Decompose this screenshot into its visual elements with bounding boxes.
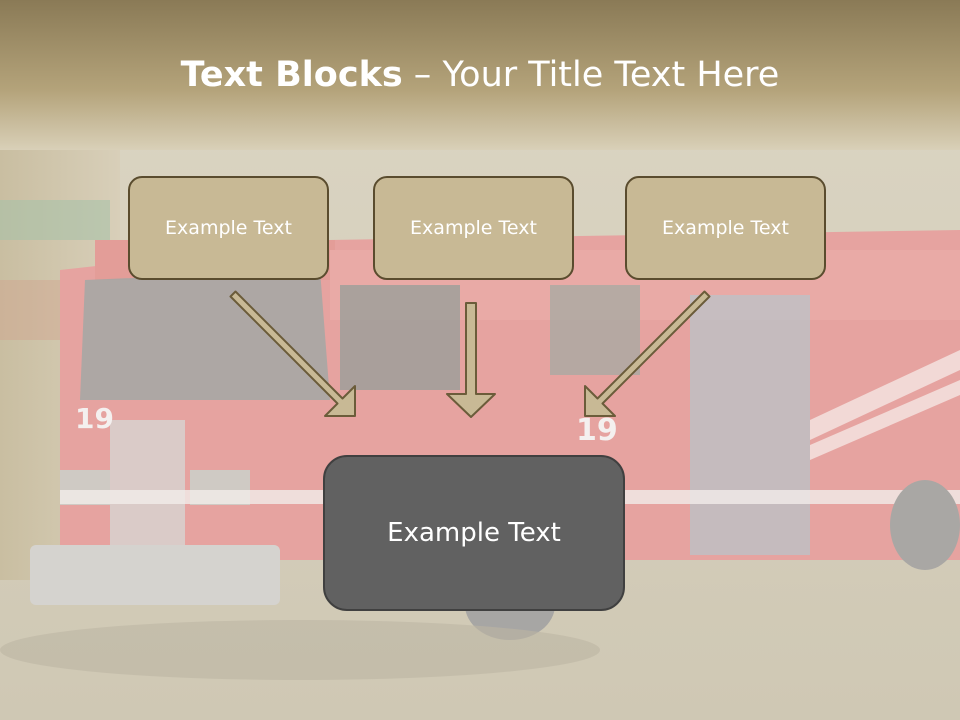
truck-number-side: 19 [576, 413, 618, 448]
arrow-center-icon [446, 302, 496, 418]
text-block-2[interactable]: Example Text [373, 176, 574, 280]
text-block-1[interactable]: Example Text [128, 176, 329, 280]
main-text-block[interactable]: Example Text [323, 455, 625, 611]
truck-number-front: 19 [75, 402, 114, 435]
text-block-3[interactable]: Example Text [625, 176, 826, 280]
slide-title: Text Blocks – Your Title Text Here [0, 52, 960, 98]
text-block-2-label: Example Text [410, 217, 537, 239]
arrow-left-icon [229, 290, 356, 417]
title-dash: – [402, 55, 443, 95]
main-text-block-label: Example Text [387, 518, 561, 548]
text-block-1-label: Example Text [165, 217, 292, 239]
title-rest: Your Title Text Here [442, 55, 780, 95]
arrow-right-icon [584, 290, 711, 417]
title-bold: Text Blocks [180, 55, 403, 95]
text-block-3-label: Example Text [662, 217, 789, 239]
